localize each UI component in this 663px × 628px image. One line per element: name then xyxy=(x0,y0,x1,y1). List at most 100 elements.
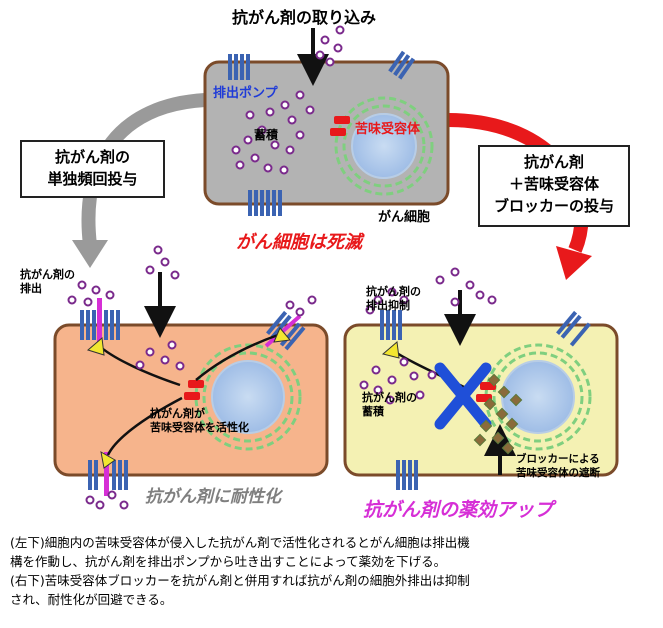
blocker-dose-line2: ＋苦味受容体 xyxy=(508,175,599,193)
drug-particle-icon xyxy=(305,105,315,115)
blocker-icon xyxy=(479,419,493,433)
drug-particles xyxy=(67,25,497,510)
pump-icon xyxy=(380,310,402,340)
drug-particle-icon xyxy=(333,43,343,53)
nucleus-icon xyxy=(351,113,417,179)
drug-particle-icon xyxy=(167,340,177,350)
drug-particle-icon xyxy=(295,130,305,140)
drug-particle-icon xyxy=(91,285,101,295)
er-icon xyxy=(484,343,592,451)
accum-label-line1: 抗がん剤の xyxy=(362,391,417,404)
activation-label-line1: 抗がん剤が xyxy=(150,407,205,420)
drug-particle-icon xyxy=(365,305,375,315)
signal-arrow-icon xyxy=(106,396,183,456)
blocker-icon xyxy=(473,433,487,447)
nucleus-icon xyxy=(501,360,575,434)
drug-particle-icon xyxy=(280,100,290,110)
drug-particle-icon xyxy=(145,265,155,275)
single-dose-box: 抗がん剤の 単独頻回投与 xyxy=(20,140,165,198)
drug-particle-icon xyxy=(320,35,330,45)
drug-particle-icon xyxy=(387,375,397,385)
blocker-icon xyxy=(501,441,515,455)
drug-particle-icon xyxy=(250,153,260,163)
drug-particle-icon xyxy=(295,90,305,100)
drug-particle-icon xyxy=(409,371,419,381)
drug-particle-icon xyxy=(465,280,475,290)
pump-icon xyxy=(88,460,128,490)
drug-particle-icon xyxy=(373,385,383,395)
drug-particle-icon xyxy=(399,357,409,367)
suppress-label: 抗がん剤の 排出抑制 xyxy=(366,285,421,313)
receptor-label: 苦味受容体 xyxy=(355,122,421,137)
pump-icon xyxy=(556,310,591,347)
drug-particle-icon xyxy=(287,115,297,125)
drug-particle-icon xyxy=(359,380,369,390)
drug-particle-icon xyxy=(95,500,105,510)
caption-line3: (右下)苦味受容体ブロッカーを抗がん剤と併用すれば抗がん剤の細胞外排出は抑制 xyxy=(10,573,470,588)
efficacy-label: 抗がん剤の薬効アップ xyxy=(363,499,554,521)
drug-particle-icon xyxy=(170,270,180,280)
single-dose-line2: 単独頻回投与 xyxy=(47,170,138,188)
drug-particle-icon xyxy=(77,280,87,290)
drug-particle-icon xyxy=(285,145,295,155)
drug-particle-icon xyxy=(279,165,289,175)
drug-particle-icon xyxy=(450,267,460,277)
drug-particle-icon xyxy=(245,110,255,120)
caption-line2: 構を作動し、抗がん剤を排出ポンプから吐き出すことによって薬効を下げる。 xyxy=(10,554,447,569)
receptor-icon xyxy=(184,380,204,400)
drug-particle-icon xyxy=(385,395,395,405)
drug-particle-icon xyxy=(285,300,295,310)
drug-particle-icon xyxy=(307,295,317,305)
left-cell xyxy=(53,272,329,496)
drug-particle-icon xyxy=(373,295,383,305)
right-cell xyxy=(343,290,619,490)
arrow-icon xyxy=(273,327,291,343)
blocker-icon xyxy=(487,373,501,387)
blocker-icon xyxy=(483,397,497,411)
drug-particle-icon xyxy=(135,360,145,370)
drug-particle-icon xyxy=(475,290,485,300)
pump-icon xyxy=(228,54,250,80)
drug-particle-icon xyxy=(270,140,280,150)
efflux-label-line1: 抗がん剤の xyxy=(20,268,75,281)
drug-particle-icon xyxy=(85,495,95,505)
single-dose-line1: 抗がん剤の xyxy=(54,148,130,166)
drug-particle-icon xyxy=(67,295,77,305)
resistance-label: 抗がん剤に耐性化 xyxy=(145,487,281,507)
receptor-icon xyxy=(330,116,350,136)
drug-particle-icon xyxy=(153,245,163,255)
drug-particle-icon xyxy=(335,25,345,35)
accum-label-line2: 蓄積 xyxy=(362,405,384,418)
blocker-icon xyxy=(497,385,511,399)
efflux-label: 抗がん剤の 排出 xyxy=(20,268,75,296)
caption: (左下)細胞内の苦味受容体が侵入した抗がん剤で活性化されるとがん細胞は排出機 構… xyxy=(10,533,660,609)
cell-label: がん細胞 xyxy=(378,210,431,225)
drug-particle-icon xyxy=(263,163,273,173)
pump-icon xyxy=(388,50,416,80)
blocker-icon xyxy=(491,431,505,445)
drug-particle-icon xyxy=(387,287,397,297)
drug-particle-icon xyxy=(295,307,305,317)
drug-particle-icon xyxy=(487,295,497,305)
drug-particle-icon xyxy=(83,297,93,307)
drug-particle-icon xyxy=(257,125,267,135)
drug-particle-icon xyxy=(265,107,275,117)
blocker-label-line1: ブロッカーによる xyxy=(516,453,600,465)
pump-label: 排出ポンプ xyxy=(213,86,278,101)
x-mark-icon xyxy=(434,362,492,430)
caption-line1: (左下)細胞内の苦味受容体が侵入した抗がん剤で活性化されるとがん細胞は排出機 xyxy=(10,535,470,550)
drug-particle-icon xyxy=(160,257,170,267)
arrow-icon xyxy=(86,337,105,356)
blocker-label: ブロッカーによる 苦味受容体の遮断 xyxy=(516,452,600,480)
blocker-label-line2: 苦味受容体の遮断 xyxy=(516,467,600,479)
accumulation-label: 蓄積 xyxy=(254,128,279,142)
drug-particle-icon xyxy=(119,500,129,510)
drug-particle-icon xyxy=(243,135,253,145)
blocker-dose-line3: ブロッカーの投与 xyxy=(493,197,614,215)
pump-icon xyxy=(80,310,120,340)
drug-particle-icon xyxy=(435,275,445,285)
arrow-icon xyxy=(381,341,400,359)
drug-particle-icon xyxy=(415,390,425,400)
blocker-dose-line1: 抗がん剤 xyxy=(523,153,584,171)
